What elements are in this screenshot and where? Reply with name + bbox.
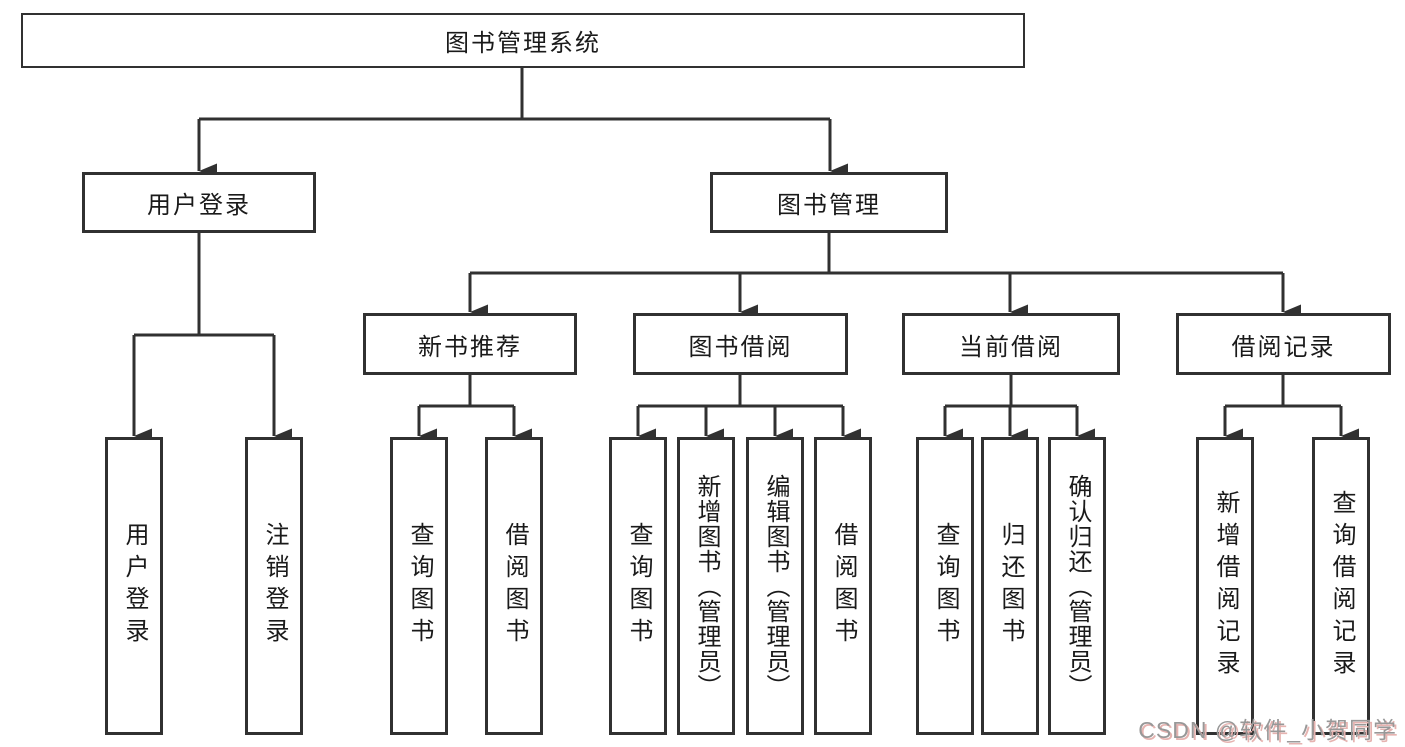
- leaf-logout: 注销登录: [245, 437, 303, 735]
- node-label: 编辑图书（管理员）: [762, 473, 789, 699]
- node-label: 借阅图书: [501, 522, 528, 650]
- node-label: 注销登录: [261, 522, 288, 650]
- node-user-login: 用户登录: [82, 172, 316, 233]
- node-current-borrow: 当前借阅: [902, 313, 1120, 375]
- node-label: 图书借阅: [688, 333, 793, 361]
- node-label: 当前借阅: [959, 333, 1063, 361]
- node-label: 借阅记录: [1231, 333, 1336, 361]
- node-label: 借阅图书: [830, 522, 857, 650]
- node-label: 归还图书: [997, 522, 1024, 650]
- node-label: 用户登录: [147, 192, 251, 219]
- leaf-add-borrow-record: 新增借阅记录: [1196, 437, 1254, 735]
- node-label: 查询图书: [932, 522, 959, 650]
- leaf-query-book-borrow: 查询图书: [609, 437, 667, 735]
- csdn-watermark: CSDN @软件_小贺同学: [1138, 717, 1397, 743]
- leaf-borrow-book-recommend: 借阅图书: [485, 437, 543, 735]
- node-new-book-recommend: 新书推荐: [363, 313, 577, 375]
- leaf-user-login: 用户登录: [105, 437, 163, 735]
- node-label: 图书管理: [777, 192, 881, 219]
- leaf-return-book: 归还图书: [981, 437, 1039, 735]
- node-label: 图书管理系统: [445, 30, 601, 57]
- node-label: 用户登录: [121, 522, 148, 650]
- leaf-edit-book-admin: 编辑图书（管理员）: [746, 437, 804, 735]
- leaf-add-book-admin: 新增图书（管理员）: [677, 437, 735, 735]
- node-label: 查询图书: [406, 522, 433, 650]
- node-label: 查询图书: [625, 522, 652, 650]
- node-label: 查询借阅记录: [1328, 490, 1355, 682]
- leaf-query-book-recommend: 查询图书: [390, 437, 448, 735]
- node-borrow-record: 借阅记录: [1176, 313, 1391, 375]
- node-root-system: 图书管理系统: [21, 13, 1025, 68]
- leaf-query-borrow-record: 查询借阅记录: [1312, 437, 1370, 735]
- node-book-management: 图书管理: [710, 172, 948, 233]
- leaf-query-book-current: 查询图书: [916, 437, 974, 735]
- leaf-confirm-return-admin: 确认归还（管理员）: [1048, 437, 1106, 735]
- node-label: 新增图书（管理员）: [693, 473, 720, 699]
- leaf-borrow-book: 借阅图书: [814, 437, 872, 735]
- node-label: 新书推荐: [418, 333, 522, 361]
- node-label: 确认归还（管理员）: [1064, 473, 1091, 699]
- node-label: 新增借阅记录: [1212, 490, 1239, 682]
- node-book-borrow: 图书借阅: [633, 313, 848, 375]
